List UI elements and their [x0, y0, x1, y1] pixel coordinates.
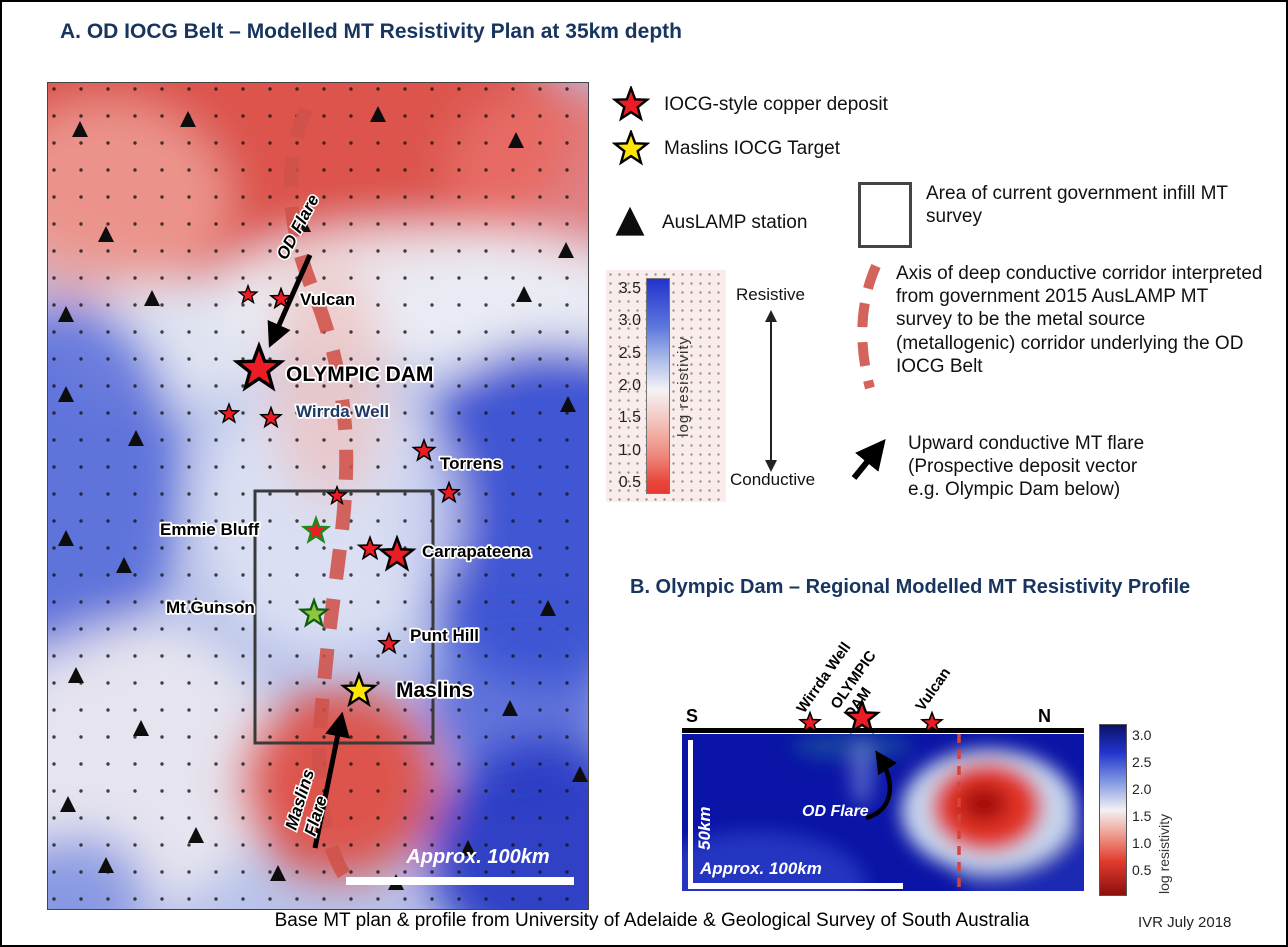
resistivity-profile: Wirrda Well OLYMPIC DAM Vulcan S N	[682, 639, 1084, 891]
legend-item-infill-area: Area of current government infill MT sur…	[858, 182, 1266, 248]
colorbar-b-ticks: 3.0 2.5 2.0 1.5 1.0 0.5	[1132, 724, 1151, 894]
od-flare-arrow	[267, 253, 313, 348]
legend-label: Maslins IOCG Target	[664, 138, 840, 160]
colorbar-a-ticks: 3.5 3.0 2.5 2.0 1.5 1.0 0.5	[610, 280, 646, 492]
tick: 2.0	[1132, 781, 1152, 797]
tick: 3.0	[1132, 727, 1152, 743]
legend-label: Axis of deep conductive corridor interpr…	[896, 263, 1263, 377]
flare-arrow-icon	[851, 439, 886, 480]
legend-item-flare: Upward conductive MT flare (Prospective …	[844, 432, 1280, 502]
map-scale-label: Approx. 100km	[405, 846, 549, 868]
tick: 3.5	[618, 280, 641, 297]
colorbar-b: 3.0 2.5 2.0 1.5 1.0 0.5 log resistivity	[1099, 724, 1172, 896]
tick: 2.5	[618, 344, 641, 362]
tick: 0.5	[1132, 862, 1152, 878]
tick: 1.5	[618, 409, 641, 427]
tick: 1.5	[1132, 808, 1152, 824]
legend-item-auslamp: AusLAMP station	[612, 205, 807, 241]
legend-label: AusLAMP station	[662, 212, 808, 234]
maslins-flare-label: Maslins Flare	[282, 762, 339, 838]
colorbar-a-gradient	[646, 278, 670, 494]
deposit-label-olympic-dam: OLYMPIC DAM	[286, 363, 433, 386]
north-label: N	[1038, 706, 1051, 726]
south-label: S	[686, 706, 698, 726]
profile-flare-arrow	[865, 750, 898, 821]
colorbar-b-gradient	[1099, 724, 1127, 896]
target-label-maslins: Maslins	[396, 679, 473, 702]
deposit-label-vulcan: Vulcan	[300, 290, 355, 309]
profile-surface-line	[682, 728, 1084, 733]
legend-label: IOCG-style copper deposit	[664, 94, 888, 116]
tick: 2.0	[618, 376, 641, 394]
deposit-label-punt-hill: Punt Hill	[410, 626, 479, 645]
tick: 1.0	[618, 441, 641, 459]
profile-horizontal-scale-bar	[688, 883, 903, 889]
tick: 0.5	[618, 473, 641, 491]
tick: 1.0	[1132, 835, 1152, 851]
survey-area-rect-icon	[858, 182, 912, 248]
legend-item-maslins-target: Maslins IOCG Target	[612, 130, 840, 168]
colorbar-b-axis-label: log resistivity	[1156, 813, 1173, 894]
profile-label-vulcan: Vulcan	[912, 665, 954, 715]
triangle-icon	[615, 206, 645, 236]
deposit-label-mt-gunson: Mt Gunson	[166, 598, 255, 617]
profile-vscale-label: 50km	[695, 807, 714, 850]
tick: 3.0	[618, 312, 641, 330]
legend-item-corridor: Axis of deep conductive corridor interpr…	[852, 262, 1268, 392]
map-scale-bar	[346, 877, 574, 885]
deposit-label-carrapateena: Carrapateena	[422, 542, 531, 561]
yellow-star-icon	[613, 130, 649, 164]
profile-vertical-scale-bar	[688, 740, 693, 885]
maslins-flare-arrow	[312, 711, 350, 849]
credit-label: IVR July 2018	[1138, 914, 1232, 931]
conductive-corridor-axis	[283, 106, 356, 888]
legend-label: Upward conductive MT flare (Prospective …	[908, 433, 1145, 501]
infill-survey-area-outline	[253, 489, 435, 745]
profile-hscale-label: Approx. 100km	[699, 859, 822, 878]
tick: 2.5	[1132, 754, 1152, 770]
deposit-label-torrens: Torrens	[440, 454, 502, 473]
legend-item-iocg-deposit: IOCG-style copper deposit	[612, 86, 888, 124]
deposit-label-emmie-bluff: Emmie Bluff	[160, 520, 260, 539]
source-caption: Base MT plan & profile from University o…	[274, 910, 1030, 931]
panel-a-title: A. OD IOCG Belt – Modelled MT Resistivit…	[60, 20, 682, 43]
red-star-icon	[613, 86, 649, 120]
conductive-label: Conductive	[730, 470, 816, 489]
panel-b-title: B. Olympic Dam – Regional Modelled MT Re…	[630, 576, 1191, 598]
deposit-label-wirrda-well: Wirrda Well	[296, 402, 389, 421]
resistive-conductive-arrow	[765, 310, 777, 472]
dashed-corridor-icon	[857, 263, 881, 390]
colorbar-a: 3.5 3.0 2.5 2.0 1.5 1.0 0.5 log resistiv…	[606, 270, 726, 502]
colorbar-a-axis-label: log resistivity	[675, 335, 692, 437]
legend-label: Area of current government infill MT sur…	[926, 183, 1228, 228]
profile-heatmap: 50km Approx. 100km OD Flare	[682, 734, 1084, 891]
profile-od-flare-label: OD Flare	[802, 803, 869, 820]
resistive-label: Resistive	[736, 285, 805, 304]
resistivity-map: Vulcan OLYMPIC DAM Wirrda Well Torrens E…	[47, 82, 589, 910]
